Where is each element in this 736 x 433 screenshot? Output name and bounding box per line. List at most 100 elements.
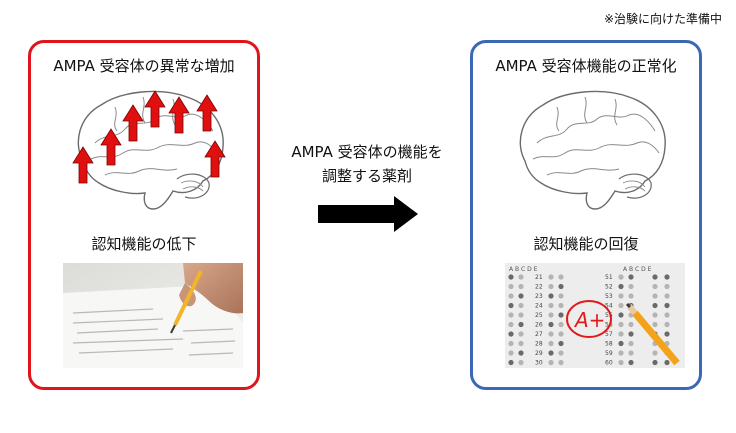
- right-arrow-icon: [318, 196, 418, 232]
- trial-note: ※治験に向けた準備中: [603, 12, 722, 26]
- answer-bubble: [548, 302, 554, 309]
- answer-bubble: [548, 359, 554, 366]
- answer-bubble: [558, 312, 564, 318]
- drug-description-line2: 調整する薬剤: [321, 167, 412, 185]
- answer-bubble: [652, 274, 658, 280]
- sheet-row-number: 51: [605, 274, 613, 281]
- answer-bubble: [508, 340, 514, 347]
- answer-bubble: [652, 350, 658, 356]
- answer-bubble: [618, 359, 624, 366]
- sheet-row-number: 25: [535, 312, 543, 319]
- sheet-header-left: A B C D E: [509, 266, 538, 273]
- answer-bubble: [518, 331, 524, 337]
- answer-bubble: [558, 340, 564, 347]
- sheet-row-number: 60: [605, 360, 613, 367]
- sheet-row-number: 57: [605, 331, 613, 338]
- answer-bubble: [628, 359, 634, 366]
- answer-bubble: [518, 274, 524, 280]
- answer-bubble: [652, 312, 658, 318]
- answer-bubble: [558, 350, 564, 356]
- answer-bubble: [618, 302, 624, 309]
- answer-bubble: [508, 283, 514, 290]
- answer-bubble: [518, 293, 524, 299]
- sheet-row-number: 54: [605, 303, 613, 310]
- sheet-row-number: 30: [535, 360, 543, 367]
- answer-bubble: [558, 293, 564, 299]
- answer-bubble: [664, 331, 670, 337]
- answer-bubble: [558, 302, 564, 309]
- sheet-row-number: 23: [535, 293, 543, 300]
- answer-bubble: [508, 359, 514, 366]
- label-cognitive-decline: 認知機能の低下: [91, 235, 197, 253]
- answer-bubble: [664, 274, 670, 280]
- answer-bubble: [518, 283, 524, 290]
- answer-bubble: [618, 340, 624, 347]
- sheet-row-number: 21: [535, 274, 543, 281]
- sheet-row-number: 22: [535, 284, 543, 291]
- answer-bubble: [508, 350, 514, 356]
- answer-bubble: [558, 274, 564, 280]
- answer-bubble: [508, 274, 514, 280]
- answer-bubble: [548, 293, 554, 299]
- answer-bubble: [618, 350, 624, 356]
- answer-bubble: [508, 293, 514, 299]
- answer-bubble: [664, 302, 670, 309]
- drug-description-line1: AMPA 受容体の機能を: [291, 143, 443, 161]
- answer-bubble: [618, 293, 624, 299]
- answer-bubble: [652, 302, 658, 309]
- answer-bubble: [518, 312, 524, 318]
- answer-bubble: [548, 274, 554, 280]
- answer-bubble: [558, 283, 564, 290]
- answer-bubble: [508, 331, 514, 337]
- answer-bubble: [652, 293, 658, 299]
- answer-bubble: [664, 283, 670, 290]
- answer-bubble: [558, 321, 564, 328]
- answer-bubble: [548, 321, 554, 328]
- answer-bubble: [618, 283, 624, 290]
- answer-bubble: [518, 359, 524, 366]
- panel-title-left: AMPA 受容体の異常な増加: [53, 57, 235, 75]
- answer-bubble: [618, 321, 624, 328]
- answer-bubble: [628, 340, 634, 347]
- panel-title-right: AMPA 受容体機能の正常化: [495, 57, 677, 75]
- answer-bubble: [548, 331, 554, 337]
- answer-bubble: [508, 321, 514, 328]
- answer-bubble: [628, 350, 634, 356]
- answer-bubble: [518, 321, 524, 328]
- sheet-row-number: 58: [605, 341, 613, 348]
- answer-bubble: [618, 312, 624, 318]
- answer-bubble: [518, 350, 524, 356]
- answer-bubble: [518, 302, 524, 309]
- answer-bubble: [558, 331, 564, 337]
- answer-bubble: [664, 321, 670, 328]
- answer-bubble: [628, 321, 634, 328]
- answer-bubble: [628, 293, 634, 299]
- answer-bubble: [548, 283, 554, 290]
- answer-bubble: [618, 274, 624, 280]
- answer-bubble: [652, 359, 658, 366]
- drug-description: AMPA 受容体の機能を 調整する薬剤: [276, 140, 458, 188]
- answer-bubble: [548, 312, 554, 318]
- panel-abnormal-increase: AMPA 受容体の異常な増加 認知機能の低下: [28, 40, 260, 390]
- answer-bubble: [558, 359, 564, 366]
- test-writing-photo: [63, 263, 243, 368]
- label-cognitive-recovery: 認知機能の回復: [533, 235, 639, 253]
- answer-bubble: [518, 340, 524, 347]
- sheet-row-number: 26: [535, 322, 543, 329]
- sheet-row-number: 52: [605, 284, 613, 291]
- answer-bubble: [628, 274, 634, 280]
- answer-bubble: [652, 283, 658, 290]
- sheet-row-number: 29: [535, 350, 543, 357]
- answer-bubble: [664, 359, 670, 366]
- panel-normalization: AMPA 受容体機能の正常化 認知機能の回復 A B C D E A B C D…: [470, 40, 702, 390]
- sheet-row-number: 27: [535, 331, 543, 338]
- answer-bubble: [628, 283, 634, 290]
- sheet-row-number: 53: [605, 293, 613, 300]
- answer-bubble: [618, 331, 624, 337]
- sheet-row-number: 28: [535, 341, 543, 348]
- answer-bubble: [508, 312, 514, 318]
- answer-bubble: [548, 350, 554, 356]
- answer-bubble: [628, 331, 634, 337]
- sheet-header-right: A B C D E: [623, 266, 652, 273]
